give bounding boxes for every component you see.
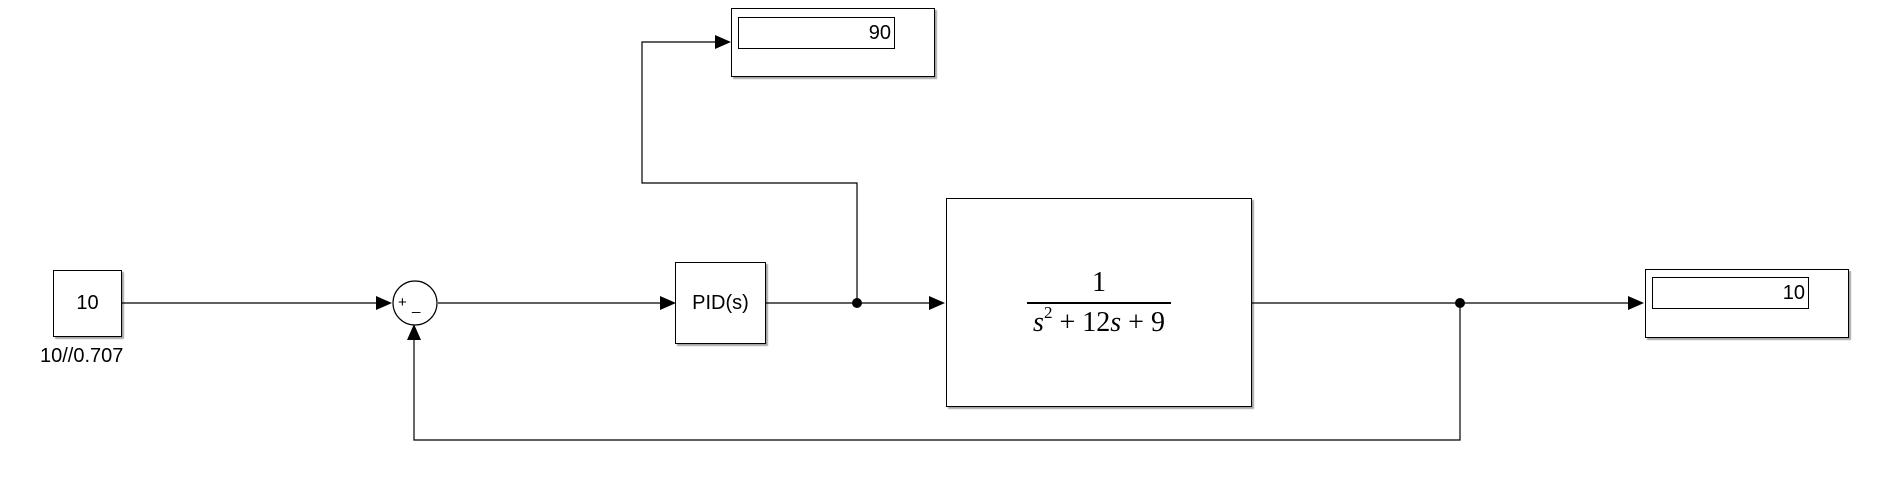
sum-plus-sign: + [398, 294, 407, 311]
arrow-head-output-display-input [1628, 296, 1644, 310]
tf-denominator: s2 + 12s + 9 [1033, 304, 1165, 338]
arrow-head-sum-input [376, 296, 392, 310]
arrow-head-feedback-input [407, 324, 421, 340]
control-signal-display-value: 90 [738, 17, 895, 49]
branch-point-output [1455, 298, 1465, 308]
transfer-function-expression: 1 s2 + 12s + 9 [1027, 266, 1171, 338]
arrow-head-pid-input [660, 296, 676, 310]
constant-block[interactable]: 10 [53, 270, 122, 337]
constant-block-label: 10//0.707 [40, 345, 124, 367]
tf-den-var-s: s [1033, 306, 1044, 338]
tf-den-exponent: 2 [1043, 302, 1053, 322]
tf-den-coef-12: + 12 [1052, 306, 1111, 338]
tf-fraction-bar [1027, 301, 1171, 304]
output-display-block[interactable]: 10 [1645, 269, 1849, 338]
control-signal-display-block[interactable]: 90 [731, 8, 935, 77]
pid-label: PID(s) [692, 291, 749, 314]
tf-den-var-s2: s [1110, 306, 1122, 338]
pid-controller-block[interactable]: PID(s) [675, 262, 766, 344]
tf-den-const: + 9 [1121, 306, 1165, 338]
output-display-value: 10 [1652, 277, 1809, 309]
sum-block[interactable] [392, 280, 438, 326]
tf-numerator: 1 [1092, 266, 1106, 298]
constant-value: 10 [76, 292, 99, 314]
arrow-head-plant-input [929, 296, 945, 310]
arrow-head-control-display-input [715, 35, 731, 49]
branch-point-control [852, 298, 862, 308]
transfer-function-block[interactable]: 1 s2 + 12s + 9 [946, 198, 1252, 407]
signal-line-to-control-display [641, 41, 858, 303]
sum-minus-sign: _ [412, 297, 421, 314]
feedback-line [413, 303, 1461, 441]
